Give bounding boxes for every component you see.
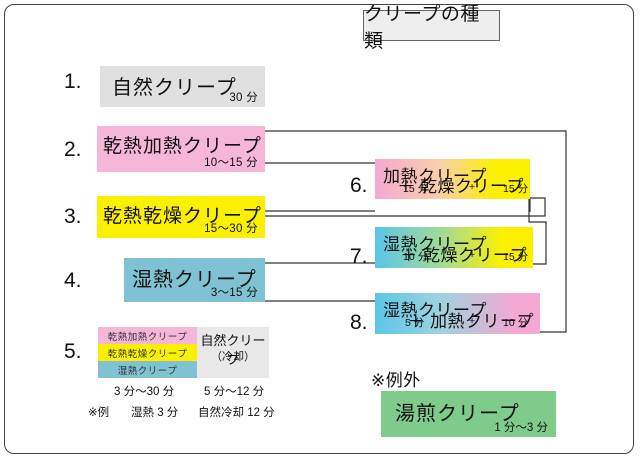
exception-heading: ※例外 [371,371,421,390]
item-7-time-2: 15 分 [503,251,529,263]
item-6-time-2: 15 分 [503,183,529,195]
item-5-number: 5. [64,340,82,363]
item-2-number: 2. [64,138,82,161]
item-7-label-secondary: ＋ 乾燥クリープ [400,246,527,265]
item-3-label: 乾熱乾燥クリープ [103,206,262,227]
item-5-segment-moist-heat[interactable]: 湿熱クリープ [98,361,197,378]
item-3-box[interactable]: 乾熱乾燥クリープ 15〜30 分 [97,196,265,238]
item-7-time-1: 10 分 [403,251,429,263]
item-5-example-left: 湿熱 3 分 [131,407,179,419]
item-6-number: 6. [350,174,368,197]
item-5-cooling-box[interactable]: 自然クリープ （冷却） [197,327,269,378]
item-8-number: 8. [350,311,368,334]
item-5-cooling-sublabel: （冷却） [211,351,255,363]
exception-box[interactable]: 湯煎クリープ 1 分〜3 分 [381,391,556,437]
item-6-plus-sign: + [469,181,476,193]
item-7-box[interactable]: 湿熱クリープ 10 分 + 15 分 ＋ 乾燥クリープ [375,227,533,268]
item-5-duration-right: 5 分〜12 分 [204,386,265,398]
item-8-plus-sign: + [469,315,476,327]
item-5-cooling-label: 自然クリープ [200,333,266,367]
item-7-plus-sign: + [469,249,476,261]
item-4-number: 4. [64,269,82,292]
item-1-label: 自然クリープ [112,77,237,99]
item-8-label-primary: 湿熱クリープ [383,301,487,320]
item-4-label: 湿熱クリープ [132,269,257,291]
item-6-label-secondary: ＋ 乾燥クリープ [397,177,524,196]
item-6-label-primary: 加熱クリープ [383,167,487,186]
item-6-time-1: 15 分 [403,183,429,195]
item-3-number: 3. [64,205,82,228]
item-5-example-right: 自然冷却 12 分 [198,407,275,419]
item-5-duration-left: 3 分〜30 分 [114,386,175,398]
item-7-label-primary: 湿熱クリープ [383,235,487,254]
item-1-box[interactable]: 自然クリープ 30 分 [100,66,265,107]
item-6-box[interactable]: 加熱クリープ 15 分 + 15 分 ＋ 乾燥クリープ [375,159,530,199]
item-8-time-1: 5 分 [405,317,425,329]
item-5-segment-dry-drying[interactable]: 乾熱乾燥クリープ [98,344,197,361]
exception-duration: 1 分〜3 分 [494,422,548,434]
item-2-box[interactable]: 乾熱加熱クリープ 10〜15 分 [97,126,265,172]
item-7-number: 7. [350,245,368,268]
item-1-duration: 30 分 [229,92,258,104]
exception-label: 湯煎クリープ [395,403,520,425]
item-2-label: 乾熱加熱クリープ [103,136,262,157]
item-8-time-2: 10 分 [503,317,529,329]
page-title: クリープの種類 [363,4,500,52]
item-5-segment-dry-heat[interactable]: 乾熱加熱クリープ [98,327,197,344]
item-5-example-marker: ※例 [88,407,110,419]
item-4-duration: 3〜15 分 [210,287,258,299]
item-8-label-secondary: ＋ 加熱クリープ [407,312,534,331]
item-1-number: 1. [64,70,82,93]
item-8-box[interactable]: 湿熱クリープ 5 分 + 10 分 ＋ 加熱クリープ [375,293,540,334]
item-2-duration: 10〜15 分 [204,157,258,169]
item-4-box[interactable]: 湿熱クリープ 3〜15 分 [124,258,265,302]
item-3-duration: 15〜30 分 [204,223,258,235]
